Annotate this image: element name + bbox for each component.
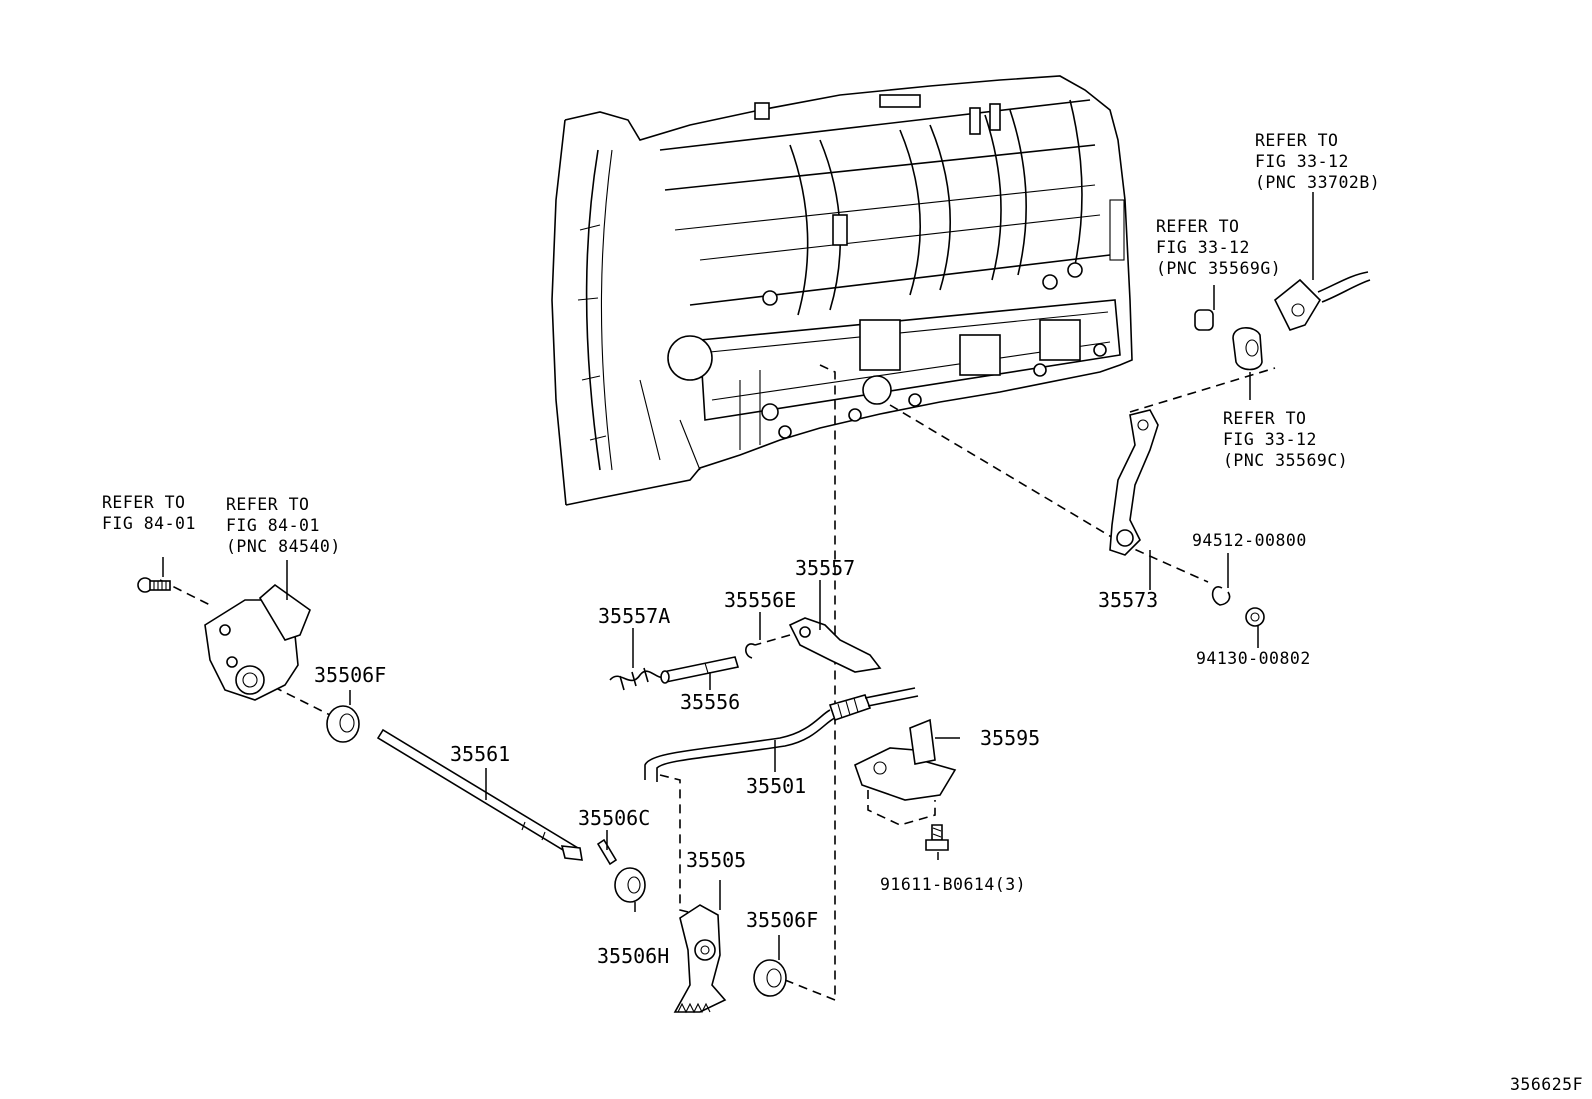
bracket-35595 xyxy=(854,718,957,826)
spring-35557A xyxy=(609,667,669,691)
ref-line: FIG 33-12 xyxy=(1223,430,1317,449)
ref-line: REFER TO xyxy=(226,495,310,514)
pin-35506C xyxy=(596,838,618,866)
ref-line: (PNC 84540) xyxy=(226,537,341,556)
ref-line: REFER TO xyxy=(1223,409,1307,428)
ref-line: (PNC 35569G) xyxy=(1156,259,1282,278)
detent-lever-35505 xyxy=(673,904,727,1014)
ref-fig-84-01-b: REFER TO FIG 84-01 (PNC 84540) xyxy=(226,494,341,557)
part-label-35506C: 35506C xyxy=(578,806,651,830)
ref-line: FIG 84-01 xyxy=(102,514,196,533)
seal-35506F-bottom xyxy=(753,959,787,997)
manual-valve-shaft-35561 xyxy=(376,728,583,861)
control-cable-35501 xyxy=(644,687,919,782)
transmission-housing xyxy=(551,75,1133,506)
ref-line: (PNC 33702B) xyxy=(1255,173,1381,192)
ref-fig-33-12-a: REFER TO FIG 33-12 (PNC 33702B) xyxy=(1255,130,1380,193)
bushing-35569G xyxy=(1194,309,1214,331)
diagram-id: 356625F xyxy=(1510,1075,1584,1094)
part-label-35573: 35573 xyxy=(1098,588,1159,612)
bolt-91611 xyxy=(925,824,949,851)
cable-end-33702B xyxy=(1273,271,1371,331)
switch-bolt xyxy=(137,577,171,593)
part-label-35595: 35595 xyxy=(980,726,1041,750)
grommet-35569C xyxy=(1232,327,1263,371)
pin-35556 xyxy=(660,656,740,684)
leader-lines xyxy=(162,192,1314,960)
part-label-35557A: 35557A xyxy=(598,604,671,628)
ref-line: REFER TO xyxy=(102,493,186,512)
part-label-35506H: 35506H xyxy=(597,944,670,968)
detent-spring-35557 xyxy=(788,617,882,673)
ref-fig-33-12-b: REFER TO FIG 33-12 (PNC 35569G) xyxy=(1156,216,1281,279)
seal-35506F-top xyxy=(326,705,360,743)
ref-fig-84-01-a: REFER TO FIG 84-01 xyxy=(102,492,196,534)
ref-line: REFER TO xyxy=(1156,217,1240,236)
part-label-94130-00802: 94130-00802 xyxy=(1196,649,1311,668)
part-label-35506F-bottom: 35506F xyxy=(746,908,819,932)
part-label-35561: 35561 xyxy=(450,742,511,766)
part-label-35556E: 35556E xyxy=(724,588,797,612)
ref-line: FIG 33-12 xyxy=(1255,152,1349,171)
part-label-35505: 35505 xyxy=(686,848,747,872)
part-label-35557: 35557 xyxy=(795,556,856,580)
ref-line: FIG 33-12 xyxy=(1156,238,1250,257)
nut-94130 xyxy=(1245,607,1265,627)
ref-line: REFER TO xyxy=(1255,131,1339,150)
collar-35506H xyxy=(614,867,646,903)
shift-lever-35573 xyxy=(1109,409,1159,556)
part-label-35506F-top: 35506F xyxy=(314,663,387,687)
neutral-start-switch xyxy=(204,583,311,701)
ref-line: FIG 84-01 xyxy=(226,516,320,535)
washer-94512 xyxy=(1211,586,1231,606)
ref-line: (PNC 35569C) xyxy=(1223,451,1349,470)
part-label-35501: 35501 xyxy=(746,774,807,798)
part-label-35556: 35556 xyxy=(680,690,741,714)
ref-fig-33-12-c: REFER TO FIG 33-12 (PNC 35569C) xyxy=(1223,408,1348,471)
part-label-91611-B0614: 91611-B0614(3) xyxy=(880,875,1027,894)
part-label-94512-00800: 94512-00800 xyxy=(1192,531,1307,550)
e-ring-35556E xyxy=(745,643,756,659)
